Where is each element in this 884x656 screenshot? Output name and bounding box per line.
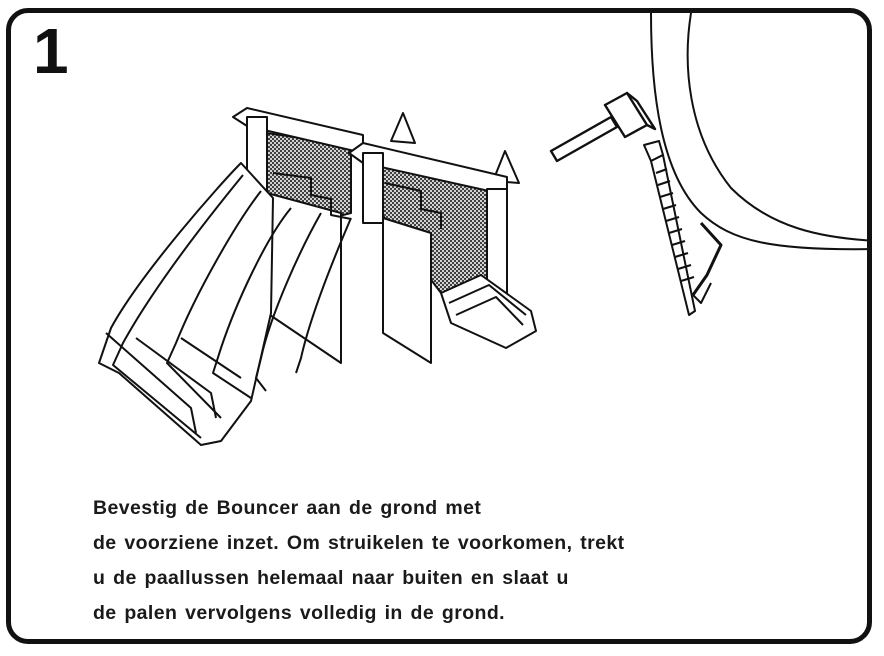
slide-right bbox=[440, 274, 537, 349]
bouncer-corner-icon bbox=[650, 13, 867, 251]
instruction-line-2: de voorziene inzet. Om struikelen te voo… bbox=[93, 532, 625, 554]
steps bbox=[272, 172, 352, 220]
slide-lane-4 bbox=[255, 212, 322, 392]
slide-lane-3 bbox=[212, 207, 292, 399]
hammer-icon bbox=[549, 91, 657, 163]
instruction-panel: 1 bbox=[6, 8, 872, 644]
slide-left-outer bbox=[98, 162, 274, 446]
steps-right bbox=[384, 182, 442, 229]
side-wall-left bbox=[266, 192, 342, 364]
side-wall-mid bbox=[382, 217, 432, 364]
instruction-text: Bevestig de Bouncer aan de grond met de … bbox=[93, 491, 853, 631]
tower-cone-left bbox=[390, 112, 416, 144]
slide-lane-1 bbox=[112, 174, 244, 439]
slide-wall-a bbox=[105, 332, 197, 434]
slide-wall-c bbox=[180, 337, 242, 379]
pillar-2 bbox=[362, 152, 384, 224]
instruction-line-1: Bevestig de Bouncer aan de grond met bbox=[93, 497, 482, 519]
slide-lane-2 bbox=[166, 190, 262, 419]
top-beam-right bbox=[348, 142, 508, 196]
instruction-line-3: u de paallussen helemaal naar buiten en … bbox=[93, 567, 569, 589]
illustration bbox=[98, 13, 867, 446]
bouncer-slide-icon bbox=[98, 107, 537, 446]
instruction-line-4: de palen vervolgens volledig in de grond… bbox=[93, 602, 505, 624]
slide-right-lane-1 bbox=[448, 284, 527, 316]
ground-stake-icon bbox=[643, 140, 723, 316]
step-number: 1 bbox=[33, 15, 69, 87]
slide-wall-b bbox=[135, 337, 217, 419]
slide-right-lane-2 bbox=[455, 296, 524, 326]
slide-lane-5 bbox=[295, 217, 352, 374]
